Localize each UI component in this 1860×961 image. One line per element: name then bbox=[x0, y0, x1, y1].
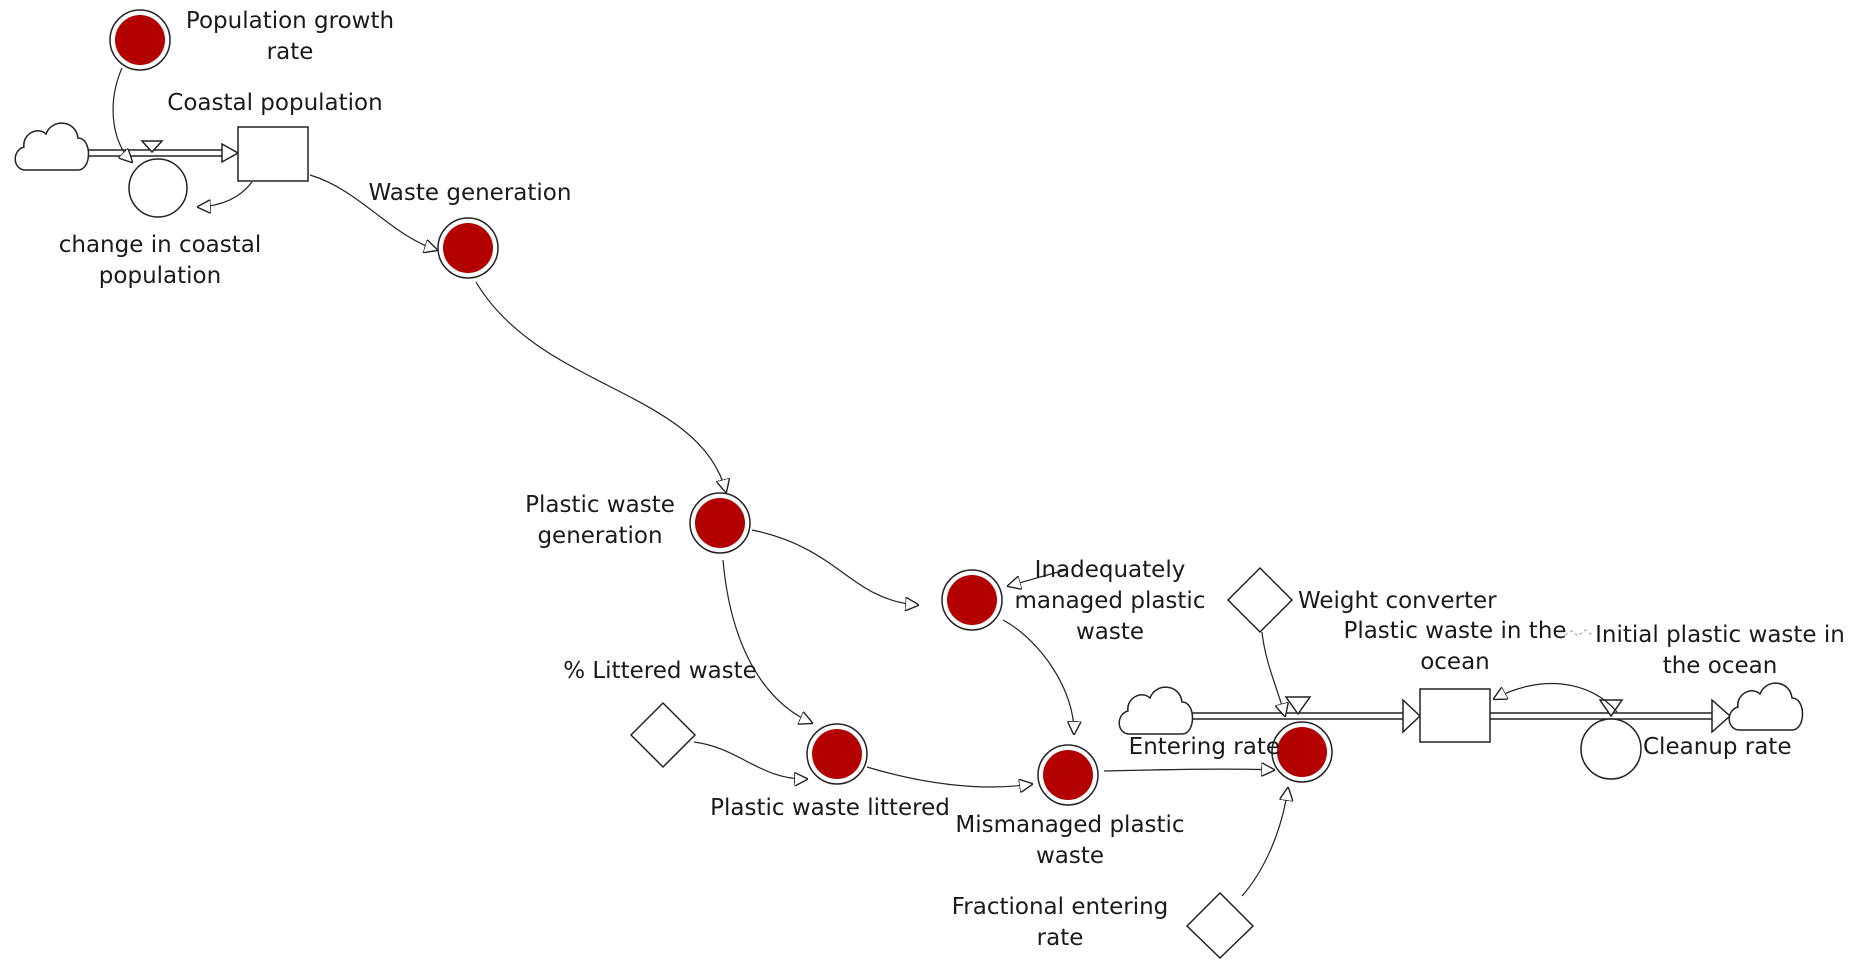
inadequately-managed-plastic-waste-node[interactable] bbox=[941, 569, 1003, 631]
coastal-population-stock[interactable] bbox=[237, 126, 309, 182]
link-arrow bbox=[1103, 769, 1274, 771]
fractional-entering-rate-label: Fractional entering rate bbox=[951, 894, 1169, 951]
plastic-waste-littered-node[interactable] bbox=[806, 723, 868, 785]
link-arrow bbox=[309, 174, 437, 250]
plastic-waste-littered-label: Plastic waste littered bbox=[710, 795, 950, 821]
cleanup-rate-flow-circle[interactable] bbox=[1580, 718, 1642, 780]
change-in-coastal-population-flow-circle[interactable] bbox=[128, 158, 188, 218]
link-arrow bbox=[475, 281, 726, 492]
flow-pipe-change-in-coastal-population bbox=[78, 140, 240, 164]
cleanup-rate-label: Cleanup rate bbox=[1643, 734, 1792, 760]
link-arrow bbox=[866, 766, 1032, 787]
plastic-waste-generation-node[interactable] bbox=[689, 492, 751, 554]
waste-generation-node[interactable] bbox=[437, 217, 499, 279]
inadequately-managed-plastic-waste-label: Inadequately managed plastic waste bbox=[1014, 557, 1206, 645]
link-arrow bbox=[112, 67, 132, 162]
valve-icon bbox=[1284, 696, 1312, 716]
plastic-waste-in-the-ocean-label: Plastic waste in the ocean bbox=[1343, 618, 1567, 675]
link-arrow bbox=[693, 741, 807, 779]
initial-plastic-waste-in-the-ocean-label: Initial plastic waste in the ocean bbox=[1595, 622, 1845, 679]
cloud-sink-icon bbox=[1728, 682, 1804, 731]
link-arrow bbox=[1002, 619, 1074, 734]
link-arrow bbox=[751, 529, 918, 605]
flow-pipe-cleanup-rate bbox=[1490, 698, 1732, 734]
coastal-population-label: Coastal population bbox=[167, 90, 383, 116]
population-growth-rate-label: Population growth rate bbox=[185, 8, 395, 65]
fractional-entering-rate-diamond[interactable] bbox=[1185, 891, 1255, 960]
plastic-waste-generation-label: Plastic waste generation bbox=[525, 492, 675, 549]
population-growth-rate-node[interactable] bbox=[109, 9, 171, 71]
change-in-coastal-population-label: change in coastal population bbox=[58, 232, 262, 289]
weight-converter-label: Weight converter bbox=[1298, 588, 1497, 614]
valve-icon bbox=[140, 140, 164, 154]
link-arrow bbox=[1494, 683, 1618, 713]
cloud-source-icon bbox=[14, 122, 90, 171]
littered-waste-label: % Littered waste bbox=[563, 658, 757, 684]
entering-rate-label: Entering rate bbox=[1128, 734, 1280, 760]
valve-icon bbox=[1598, 699, 1624, 718]
entering-rate-node[interactable] bbox=[1271, 721, 1333, 783]
weight-converter-diamond[interactable] bbox=[1226, 566, 1294, 634]
link-arrow bbox=[1261, 631, 1285, 716]
flow-pipe-entering-rate bbox=[1182, 696, 1422, 734]
link-arrow bbox=[1241, 788, 1288, 897]
link-arrow bbox=[198, 181, 253, 207]
mismanaged-plastic-waste-label: Mismanaged plastic waste bbox=[955, 812, 1185, 869]
waste-generation-label: Waste generation bbox=[368, 180, 572, 206]
cloud-source-icon bbox=[1118, 686, 1194, 735]
plastic-waste-in-the-ocean-stock[interactable] bbox=[1419, 688, 1491, 743]
link-arrow bbox=[722, 559, 812, 723]
littered-waste-diamond[interactable] bbox=[629, 701, 697, 769]
mismanaged-plastic-waste-node[interactable] bbox=[1037, 744, 1099, 806]
link-arrow bbox=[1008, 569, 1067, 586]
